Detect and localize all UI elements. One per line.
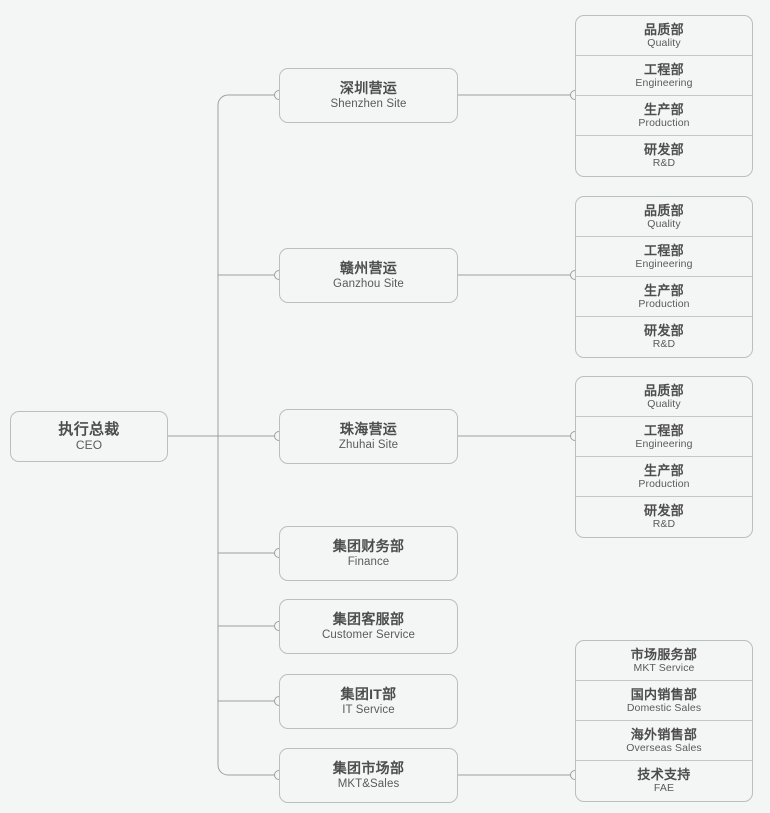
row-production[interactable]: 生产部 Production — [576, 96, 752, 136]
row-rnd-en: R&D — [652, 157, 676, 169]
node-customer-service[interactable]: 集团客服部 Customer Service — [279, 599, 458, 654]
row-engineering-en: Engineering — [635, 76, 693, 89]
row-production-cn: 生产部 — [644, 282, 684, 298]
row-quality-cn: 品质部 — [644, 202, 684, 218]
row-quality[interactable]: 品质部 Quality — [576, 16, 752, 56]
node-ganzhou-site-en: Ganzhou Site — [333, 277, 404, 290]
row-engineering[interactable]: 工程部 Engineering — [576, 56, 752, 96]
node-shenzhen-site[interactable]: 深圳营运 Shenzhen Site — [279, 68, 458, 123]
row-rnd-cn: 研发部 — [644, 323, 684, 338]
node-mkt-sales-en: MKT&Sales — [337, 777, 400, 790]
row-engineering[interactable]: 工程部 Engineering — [576, 417, 752, 457]
node-ceo-en: CEO — [75, 437, 103, 452]
node-zhuhai-site-cn: 珠海营运 — [339, 420, 398, 437]
node-zhuhai-site[interactable]: 珠海营运 Zhuhai Site — [279, 409, 458, 464]
row-domestic-sales[interactable]: 国内销售部 Domestic Sales — [576, 681, 752, 721]
node-it-service-en: IT Service — [342, 703, 395, 716]
row-production[interactable]: 生产部 Production — [576, 277, 752, 317]
row-rnd-en: R&D — [652, 338, 676, 350]
node-shenzhen-site-cn: 深圳营运 — [339, 79, 398, 96]
row-rnd[interactable]: 研发部 R&D — [576, 317, 752, 357]
row-fae-en: FAE — [653, 782, 675, 794]
node-mkt-sales-cn: 集团市场部 — [332, 759, 405, 776]
group-ganzhou-departments: 品质部 Quality 工程部 Engineering 生产部 Producti… — [575, 196, 753, 358]
row-quality-cn: 品质部 — [644, 382, 684, 398]
node-it-service[interactable]: 集团IT部 IT Service — [279, 674, 458, 729]
node-it-service-cn: 集团IT部 — [340, 685, 397, 702]
row-production-en: Production — [638, 116, 690, 129]
row-production-en: Production — [638, 297, 690, 310]
node-zhuhai-site-en: Zhuhai Site — [338, 438, 399, 451]
row-domestic-sales-cn: 国内销售部 — [630, 686, 698, 702]
row-overseas-sales-cn: 海外销售部 — [630, 726, 698, 742]
row-production-en: Production — [638, 477, 690, 490]
node-finance[interactable]: 集团财务部 Finance — [279, 526, 458, 581]
row-rnd-cn: 研发部 — [644, 503, 684, 518]
row-production[interactable]: 生产部 Production — [576, 457, 752, 497]
wire-trunk — [217, 94, 279, 776]
node-shenzhen-site-en: Shenzhen Site — [330, 97, 407, 110]
row-overseas-sales-en: Overseas Sales — [626, 741, 702, 754]
row-rnd-cn: 研发部 — [644, 142, 684, 157]
row-mkt-service[interactable]: 市场服务部 MKT Service — [576, 641, 752, 681]
group-zhuhai-departments: 品质部 Quality 工程部 Engineering 生产部 Producti… — [575, 376, 753, 538]
row-engineering-en: Engineering — [635, 257, 693, 270]
node-mkt-sales[interactable]: 集团市场部 MKT&Sales — [279, 748, 458, 803]
row-overseas-sales[interactable]: 海外销售部 Overseas Sales — [576, 721, 752, 761]
node-finance-en: Finance — [347, 555, 390, 568]
row-domestic-sales-en: Domestic Sales — [626, 701, 702, 714]
row-engineering-cn: 工程部 — [644, 242, 684, 258]
node-customer-service-cn: 集团客服部 — [332, 610, 405, 627]
node-ganzhou-site[interactable]: 赣州营运 Ganzhou Site — [279, 248, 458, 303]
row-quality-en: Quality — [647, 397, 681, 410]
group-mkt-sales-departments: 市场服务部 MKT Service 国内销售部 Domestic Sales 海… — [575, 640, 753, 802]
row-rnd[interactable]: 研发部 R&D — [576, 136, 752, 176]
node-finance-cn: 集团财务部 — [332, 537, 405, 554]
row-quality-en: Quality — [647, 36, 681, 49]
row-rnd-en: R&D — [652, 518, 676, 530]
row-fae-cn: 技术支持 — [637, 767, 691, 782]
row-engineering-cn: 工程部 — [644, 61, 684, 77]
group-shenzhen-departments: 品质部 Quality 工程部 Engineering 生产部 Producti… — [575, 15, 753, 177]
row-quality[interactable]: 品质部 Quality — [576, 377, 752, 417]
node-ceo[interactable]: 执行总裁 CEO — [10, 411, 168, 462]
row-mkt-service-en: MKT Service — [633, 661, 695, 674]
row-production-cn: 生产部 — [644, 462, 684, 478]
row-mkt-service-cn: 市场服务部 — [630, 646, 698, 662]
node-ceo-cn: 执行总裁 — [58, 420, 120, 438]
row-fae[interactable]: 技术支持 FAE — [576, 761, 752, 801]
row-production-cn: 生产部 — [644, 101, 684, 117]
row-rnd[interactable]: 研发部 R&D — [576, 497, 752, 537]
row-quality-cn: 品质部 — [644, 21, 684, 37]
row-engineering-en: Engineering — [635, 437, 693, 450]
row-engineering-cn: 工程部 — [644, 422, 684, 438]
row-quality-en: Quality — [647, 217, 681, 230]
node-customer-service-en: Customer Service — [322, 628, 415, 641]
row-quality[interactable]: 品质部 Quality — [576, 197, 752, 237]
row-engineering[interactable]: 工程部 Engineering — [576, 237, 752, 277]
node-ganzhou-site-cn: 赣州营运 — [339, 259, 398, 276]
